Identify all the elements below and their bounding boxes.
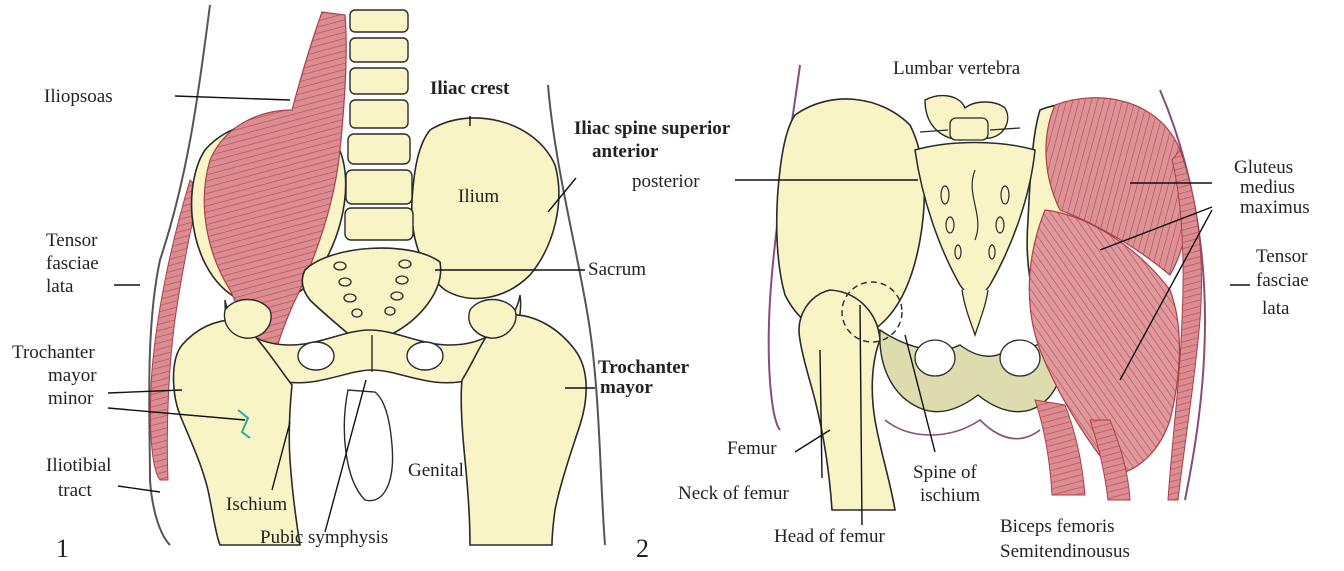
genital-outline <box>344 390 392 501</box>
label-trochanter-line3: minor <box>48 388 93 410</box>
label-iliopsoas: Iliopsoas <box>44 86 113 108</box>
panel-2-number: 2 <box>636 538 649 560</box>
panel-2-drawing <box>735 65 1250 525</box>
obturator-foramen-posterior-left <box>915 340 955 376</box>
left-femur-head <box>224 300 271 339</box>
obturator-foramen-left <box>298 342 334 370</box>
label-tensor-2-line1: Tensor <box>1256 246 1307 268</box>
label-biceps-femoris: Biceps femoris <box>1000 516 1115 538</box>
label-spine-of-ischium-line2: ischium <box>920 485 980 507</box>
label-tensor-2-line2: fasciae <box>1256 270 1309 292</box>
label-tensor-line3: lata <box>46 276 73 298</box>
label-tensor-line2: fasciae <box>46 253 99 275</box>
sacrum-posterior <box>915 143 1035 297</box>
label-iliotibial-line1: Iliotibial <box>46 455 111 477</box>
label-femur: Femur <box>727 438 777 460</box>
label-trochanter-line1: Trochanter <box>12 342 95 364</box>
right-femur-head <box>469 300 516 339</box>
label-iliotibial-line2: tract <box>58 480 92 502</box>
label-trochanter-mayor-line2: mayor <box>600 377 653 399</box>
label-head-of-femur: Head of femur <box>774 526 885 548</box>
label-iliac-spine-line1: Iliac spine superior <box>574 118 730 140</box>
label-posterior: posterior <box>632 171 700 193</box>
obturator-foramen-right <box>407 342 443 370</box>
label-spine-of-ischium-line1: Spine of <box>913 462 977 484</box>
lumbar-vertebra-posterior <box>920 96 1020 140</box>
panel-1-drawing <box>108 5 605 545</box>
label-genital: Genital <box>408 460 464 482</box>
label-ischium: Ischium <box>226 494 287 516</box>
label-gluteus-line2: medius <box>1240 177 1295 199</box>
label-gluteus-line1: Gluteus <box>1234 157 1293 179</box>
label-semitendinosus: Semitendinousus <box>1000 541 1130 563</box>
label-gluteus-line3: maximus <box>1240 197 1310 219</box>
label-iliac-spine-line2: anterior <box>592 141 658 163</box>
panel-1-number: 1 <box>56 538 69 560</box>
coccyx <box>962 290 988 335</box>
right-femur <box>461 315 586 545</box>
label-tensor-line1: Tensor <box>46 230 97 252</box>
label-ilium: Ilium <box>458 186 499 208</box>
label-trochanter-line2: mayor <box>48 365 97 387</box>
label-pubic-symphysis: Pubic symphysis <box>260 527 388 549</box>
lumbar-spine-1 <box>345 10 413 240</box>
gluteal-skin-fold <box>885 420 1040 439</box>
label-trochanter-mayor-line1: Trochanter <box>598 357 689 379</box>
label-tensor-2-line3: lata <box>1262 298 1289 320</box>
label-iliac-crest: Iliac crest <box>430 78 509 100</box>
obturator-foramen-posterior-right <box>1000 340 1040 376</box>
label-neck-of-femur: Neck of femur <box>678 483 789 505</box>
label-sacrum: Sacrum <box>588 259 646 281</box>
label-lumbar-vertebra: Lumbar vertebra <box>893 58 1020 80</box>
